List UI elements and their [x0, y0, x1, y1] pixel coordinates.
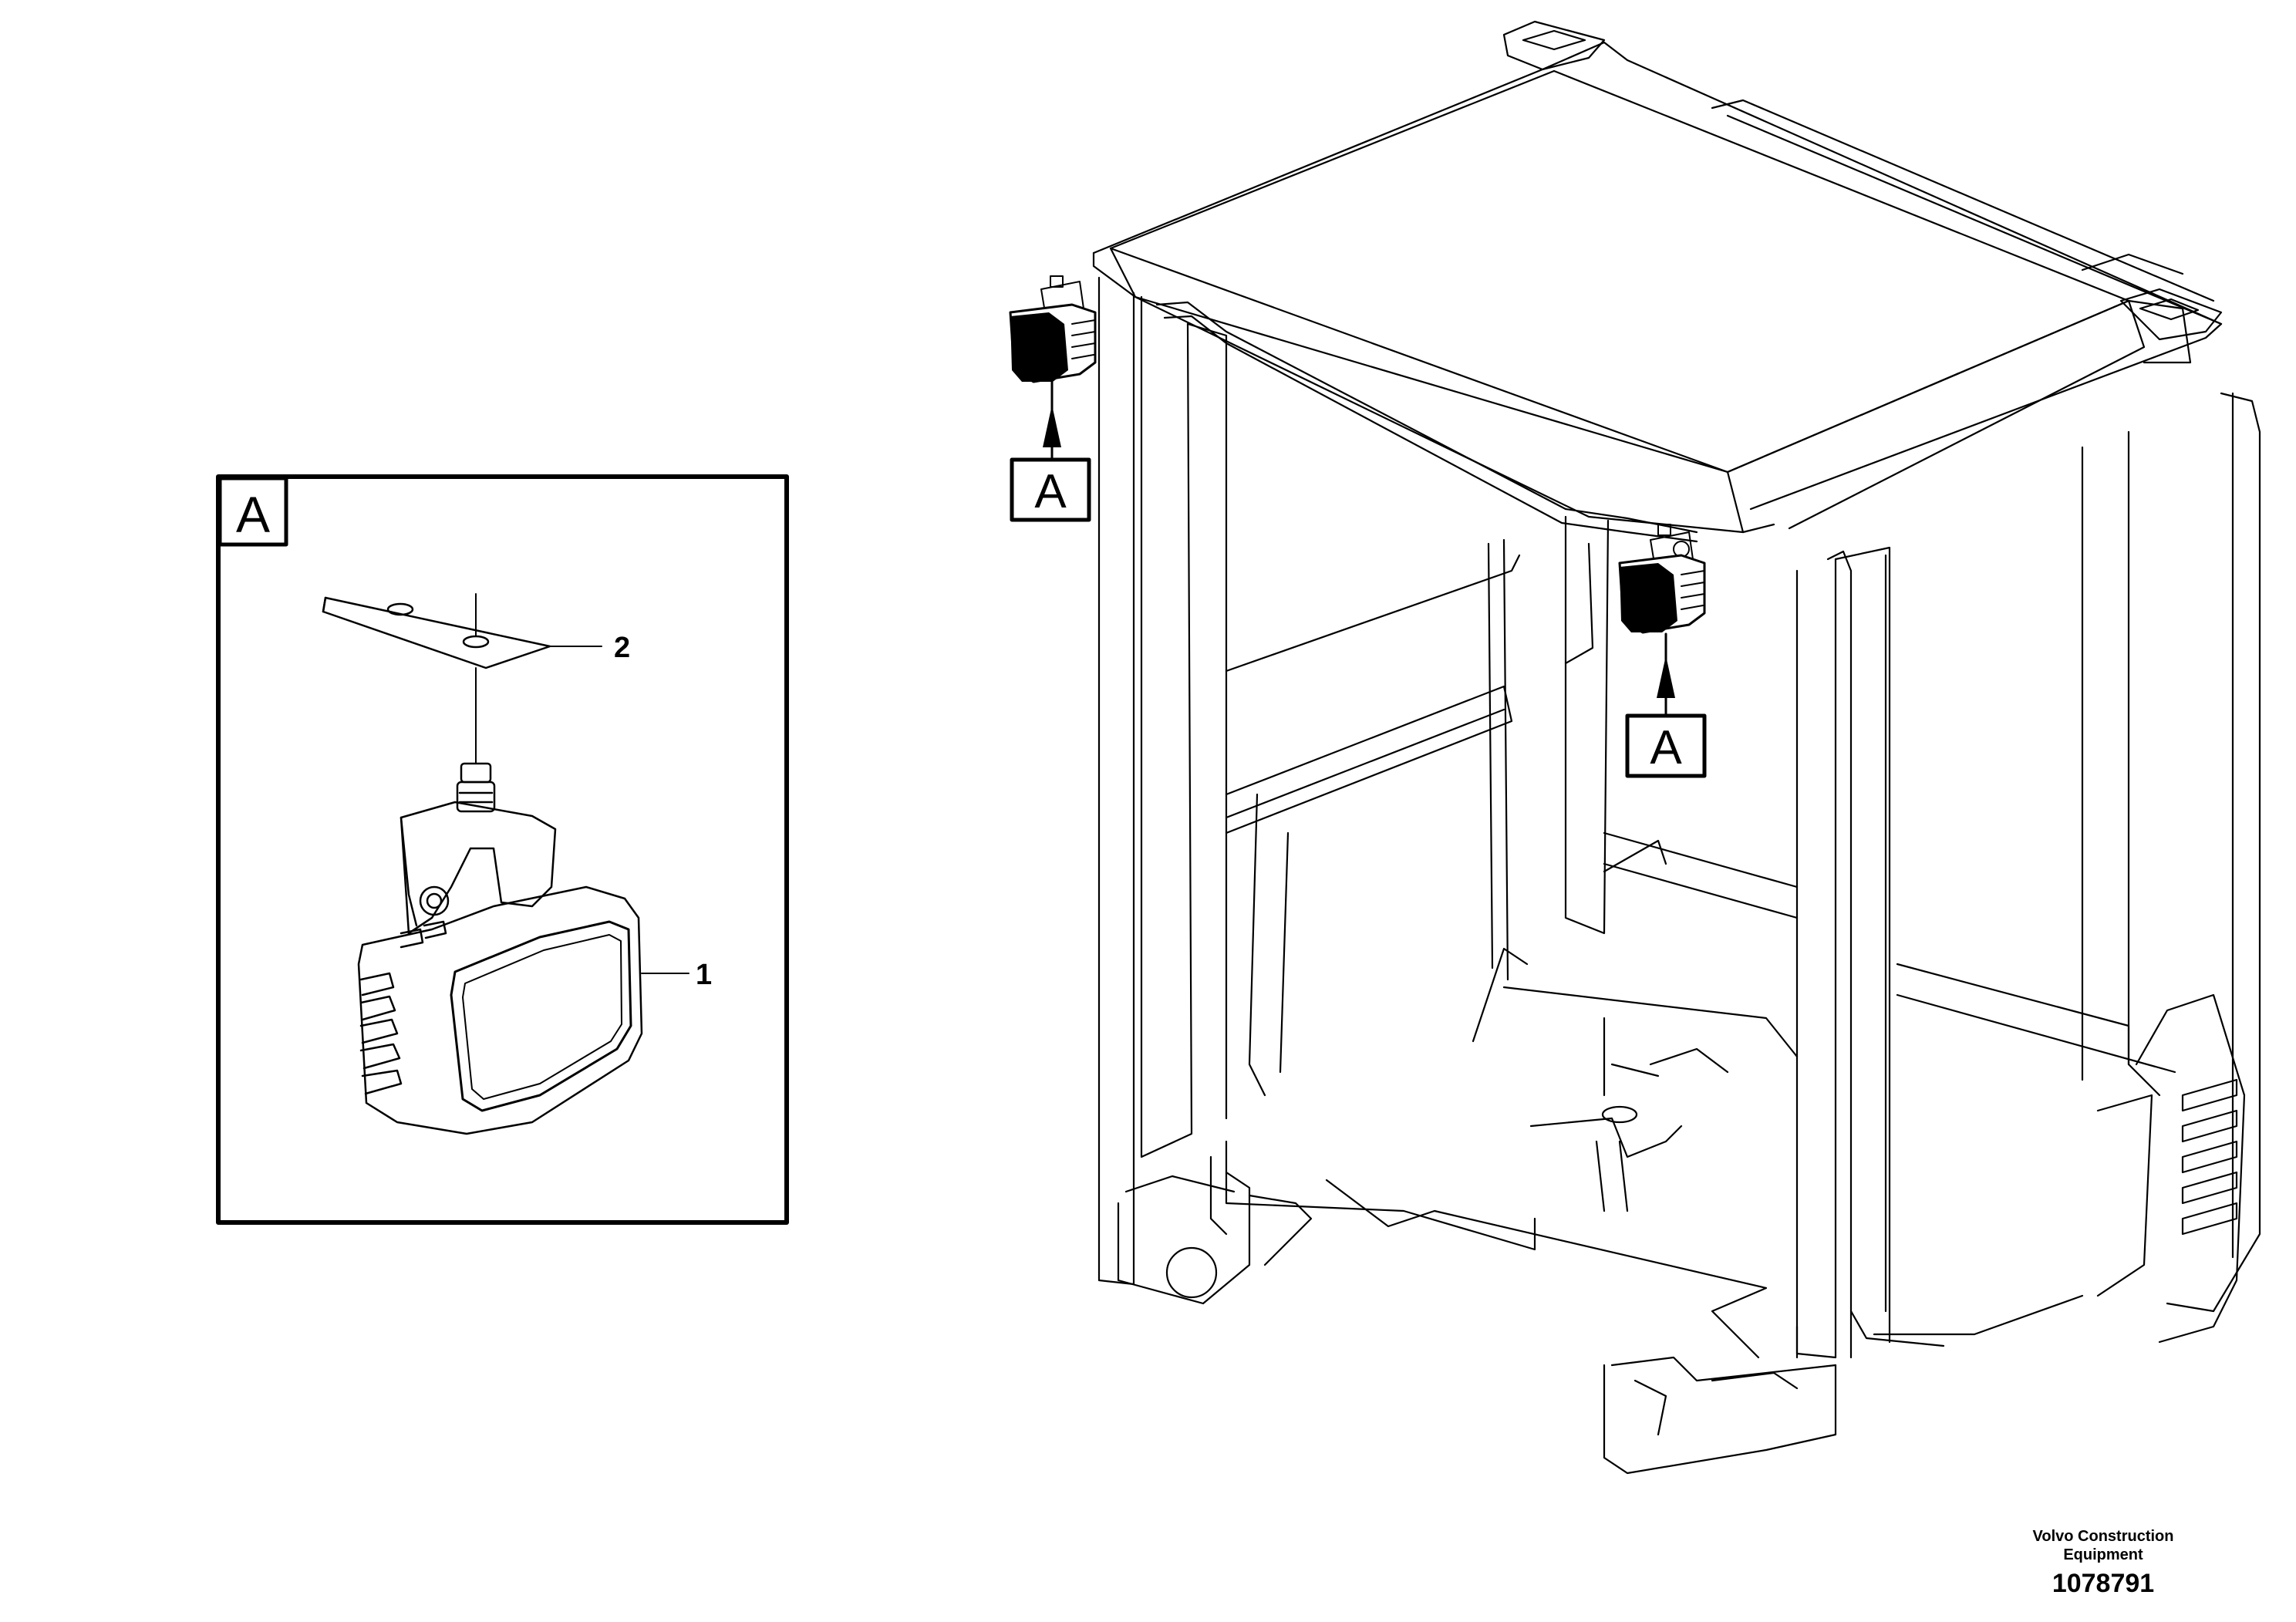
callout-label: A — [1034, 465, 1067, 518]
part-number-1: 1 — [696, 959, 712, 991]
mounting-plate — [322, 593, 551, 764]
part-callout-2: 2 — [549, 632, 630, 664]
callout-a-right: A — [1625, 632, 1707, 778]
work-light — [357, 762, 643, 1135]
detail-label: A — [236, 486, 270, 543]
brand-line-2: Equipment — [2063, 1546, 2143, 1563]
callout-label: A — [1650, 721, 1682, 774]
cab-frame — [1092, 20, 2261, 1475]
brand-line-1: Volvo Construction — [2032, 1528, 2174, 1545]
work-light-mounted-left — [1009, 275, 1097, 383]
detail-frame: A — [216, 474, 789, 1225]
drawing-number: 1078791 — [2052, 1569, 2155, 1598]
part-number-2: 2 — [614, 632, 630, 664]
work-light-mounted-right — [1618, 524, 1706, 634]
part-callout-1: 1 — [641, 959, 712, 991]
drawing-footer: Volvo Construction Equipment 1078791 — [1964, 1527, 2242, 1599]
callout-a-left: A — [1010, 380, 1091, 522]
